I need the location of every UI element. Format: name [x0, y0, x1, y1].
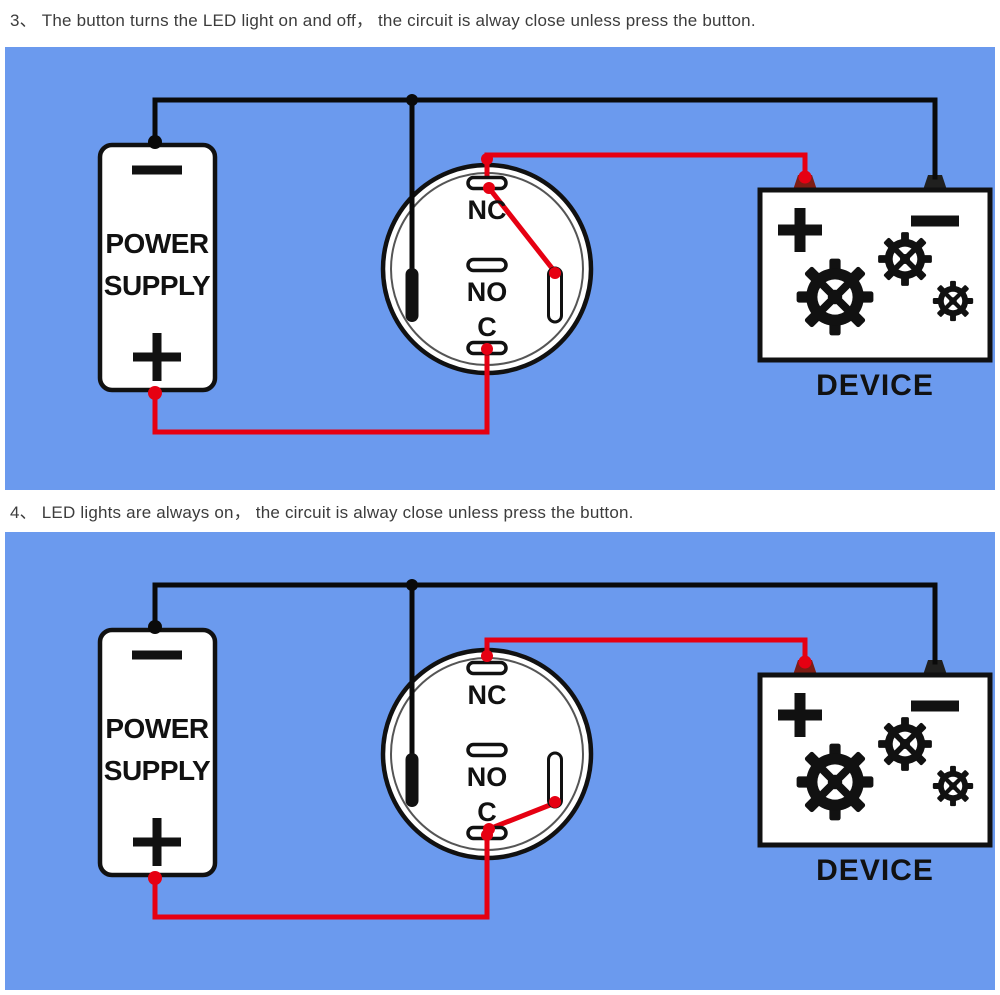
caption-item-3: 3、 The button turns the LED light on and… [10, 11, 756, 30]
wiring [152, 97, 938, 435]
c-label: C [477, 797, 497, 827]
red-wire-plus-to-c [152, 347, 490, 435]
power-supply-label-line2: SUPPLY [104, 270, 211, 301]
device-label: DEVICE [816, 369, 934, 402]
plus-symbol [778, 693, 822, 737]
power-supply-unit: POWER SUPPLY [97, 627, 218, 878]
gear-small-icon [932, 765, 974, 807]
diagram-circuit-3: POWER SUPPLY DEVICE NC NO C [5, 47, 995, 490]
c-label: C [477, 312, 497, 342]
power-supply-label-line2: SUPPLY [104, 755, 211, 786]
gear-large-icon [796, 258, 874, 336]
no-terminal-slot [466, 257, 508, 273]
device-negative-terminal [923, 175, 947, 190]
red-wire-plus-to-c [152, 832, 490, 920]
red-jumper-nc-to-pin [485, 184, 559, 276]
no-label: NO [467, 762, 508, 792]
button-terminals: NC NO C [405, 175, 563, 356]
caption-item-4: 4、 LED lights are always on， the circuit… [10, 503, 634, 522]
device-unit: DEVICE [757, 175, 993, 402]
gear-medium-icon [878, 717, 932, 771]
gear-small-icon [932, 280, 974, 322]
nc-label: NC [468, 680, 507, 710]
nc-terminal-slot [466, 660, 508, 676]
junction-dots [148, 94, 812, 400]
black-pin [405, 268, 419, 322]
power-supply-label-line1: POWER [105, 713, 209, 744]
gear-medium-icon [878, 232, 932, 286]
red-jumper-pin-to-c [485, 799, 559, 833]
plus-symbol [778, 208, 822, 252]
no-label: NO [467, 277, 508, 307]
black-wire-top [152, 97, 938, 180]
power-supply-unit: POWER SUPPLY [97, 142, 218, 393]
device-label: DEVICE [816, 854, 934, 887]
junction-dots [148, 579, 812, 885]
no-terminal-slot [466, 742, 508, 758]
device-negative-terminal [923, 660, 947, 675]
black-wire-top [152, 582, 938, 665]
plus-symbol [133, 333, 181, 381]
red-wire-nc-to-device [484, 152, 808, 184]
plus-symbol [133, 818, 181, 866]
power-supply-label-line1: POWER [105, 228, 209, 259]
gear-large-icon [796, 743, 874, 821]
black-pin [405, 753, 419, 807]
nc-label: NC [468, 195, 507, 225]
diagram-circuit-4: POWER SUPPLY DEVICE NC NO C [5, 532, 995, 990]
device-unit: DEVICE [757, 660, 993, 887]
